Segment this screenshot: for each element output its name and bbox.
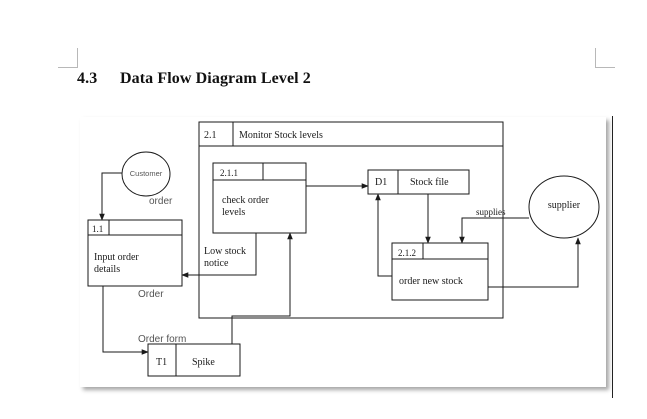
section-title: Data Flow Diagram Level 2 bbox=[120, 70, 311, 87]
process-2-1-1-label-line1: check order bbox=[222, 195, 270, 206]
flow-label-order: order bbox=[149, 196, 173, 207]
diagram-figure-frame bbox=[80, 117, 606, 387]
flow-label-order-out: Order bbox=[138, 289, 164, 300]
data-store-t1-box bbox=[147, 343, 241, 377]
process-2-1-1-label-line2: levels bbox=[222, 207, 245, 218]
flow-low-stock-notice bbox=[181, 233, 257, 278]
process-2-1-1-box bbox=[212, 162, 307, 234]
data-store-d1-box bbox=[367, 169, 470, 195]
process-2-1-2-box bbox=[391, 242, 489, 301]
supplier-entity-circle bbox=[528, 175, 600, 239]
process-2-1-2-id: 2.1.2 bbox=[398, 248, 416, 258]
data-store-t1-id: T1 bbox=[156, 357, 167, 368]
flow-order-to-stock-file bbox=[375, 193, 392, 277]
process-2-1-2-label: order new stock bbox=[399, 276, 463, 287]
process-2-1-box bbox=[198, 121, 504, 319]
process-1-1-box bbox=[87, 219, 183, 287]
crop-mark-right-vertical bbox=[595, 48, 596, 68]
process-1-1-label-line2: details bbox=[94, 264, 120, 275]
process-1-1-label-line1: Input order bbox=[94, 252, 139, 263]
process-1-1-id: 1.1 bbox=[92, 224, 103, 234]
flow-order-to-supplier bbox=[488, 237, 581, 288]
supplier-entity-label: supplier bbox=[548, 200, 581, 211]
data-store-d1-label: Stock file bbox=[410, 177, 449, 188]
process-2-1-1-id: 2.1.1 bbox=[220, 168, 238, 178]
crop-mark-left-vertical bbox=[77, 48, 78, 68]
section-number: 4.3 bbox=[77, 70, 98, 87]
customer-entity-circle bbox=[121, 151, 171, 197]
flow-label-low-stock-line1: Low stock bbox=[204, 246, 246, 257]
section-heading: 4.3 Data Flow Diagram Level 2 bbox=[77, 70, 311, 88]
data-store-t1-label: Spike bbox=[192, 357, 215, 368]
text-cursor-line bbox=[612, 116, 613, 398]
process-2-1-id: 2.1 bbox=[204, 130, 217, 141]
flow-customer-order bbox=[99, 172, 122, 221]
flow-label-low-stock-line2: notice bbox=[204, 258, 229, 269]
process-2-1-label: Monitor Stock levels bbox=[239, 130, 323, 141]
crop-mark-left-horizontal bbox=[58, 67, 78, 68]
data-store-d1-id: D1 bbox=[375, 177, 387, 188]
flow-order-form bbox=[102, 286, 149, 355]
flow-supplies bbox=[459, 217, 529, 244]
flow-label-supplies: supplies bbox=[476, 207, 506, 217]
customer-entity-label: Customer bbox=[130, 169, 163, 178]
crop-mark-right-horizontal bbox=[595, 67, 615, 68]
flow-label-order-form: Order form bbox=[138, 334, 186, 345]
flow-spike-to-check bbox=[231, 232, 293, 344]
